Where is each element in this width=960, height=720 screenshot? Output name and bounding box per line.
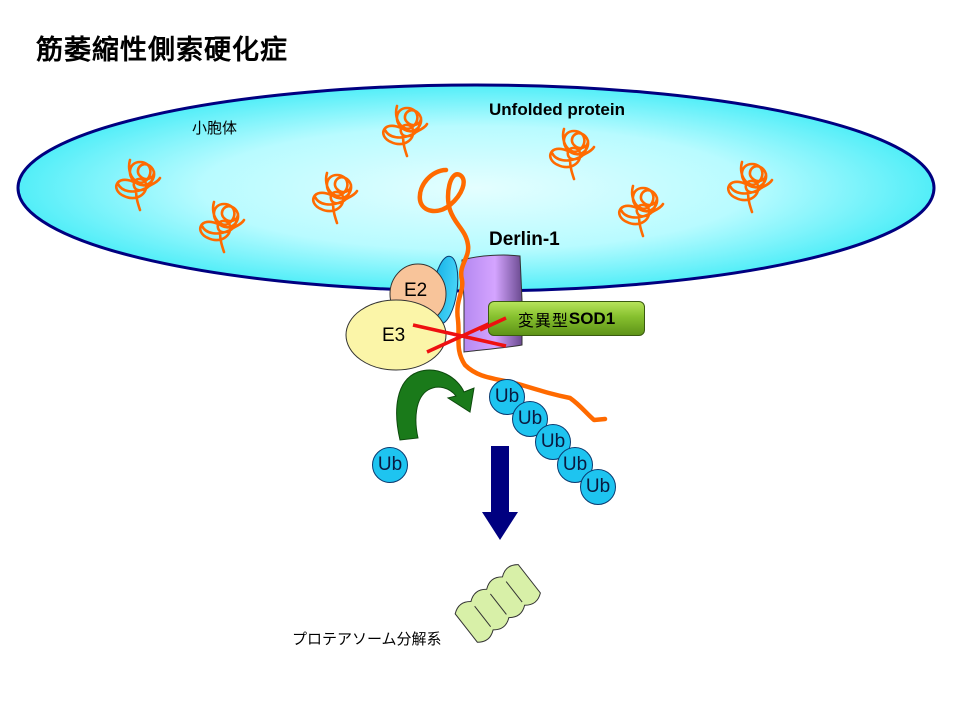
translocating-protein-chain — [417, 167, 608, 423]
mutant-sod1-jp-label: 変異型 — [517, 310, 569, 330]
e3-label: E3 — [382, 325, 406, 346]
er-label: 小胞体 — [192, 119, 238, 137]
mutant-sod1-en-label: SOD1 — [568, 308, 616, 328]
ubiquitin-chain-unit: Ub — [580, 469, 616, 505]
e2-label: E2 — [404, 280, 428, 301]
e3-ligase — [345, 299, 447, 371]
proteasome-shape — [454, 564, 541, 643]
page-title: 筋萎縮性側索硬化症 — [36, 35, 288, 66]
degradation-arrow — [482, 446, 518, 540]
proteasome-label: プロテアソーム分解系 — [292, 630, 442, 648]
unfolded-protein-label: Unfolded protein — [489, 100, 625, 119]
ubiquitin-chain-unit: Ub — [557, 447, 593, 483]
ubiquitin-transfer-arrow — [396, 369, 475, 441]
free-ubiquitin: Ub — [372, 447, 408, 483]
derlin-1-label: Derlin-1 — [489, 229, 560, 250]
mutant-sod1-box: 変異型 SOD1 — [488, 301, 645, 336]
